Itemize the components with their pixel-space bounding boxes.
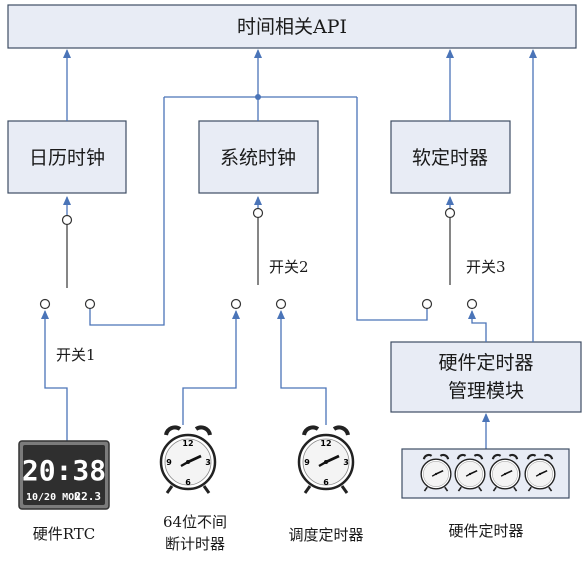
switch2-common-terminal (252, 207, 264, 219)
switch3-contact-b (466, 298, 478, 310)
counter64-clock-3: 3 (205, 458, 211, 467)
switch3-label: 开关3 (466, 258, 506, 276)
system-clock-label: 系统时钟 (220, 147, 296, 169)
counter64-label-line2: 断计时器 (165, 535, 225, 553)
switch3-common-terminal (444, 207, 456, 219)
sched-timer-to-switch2-wire (277, 310, 327, 425)
api-box (7, 4, 577, 49)
bus-junction-dot (255, 94, 261, 100)
counter64-clock-12: 12 (182, 439, 193, 448)
rtc-temp-text: 22.3 (75, 490, 102, 503)
rtc-time-text: 20:38 (22, 454, 106, 487)
counter64-clock-6: 6 (185, 478, 191, 487)
bus-to-switch1-wire (89, 97, 165, 326)
calendar-clock-box (7, 120, 127, 194)
soft-timer-box (390, 120, 511, 194)
counter64-to-switch2-wire (182, 310, 240, 425)
sched-timer-label: 调度定时器 (288, 526, 363, 544)
switch1-contact-a (39, 298, 51, 310)
hwmgr-to-switch3-wire (468, 310, 487, 342)
switch3-contact-a (421, 298, 433, 310)
rtc-to-switch1-wire (41, 310, 68, 445)
switch1-label: 开关1 (56, 346, 96, 364)
sched-clock-6: 6 (323, 478, 329, 487)
counter64-label-line1: 64位不间 (163, 513, 227, 531)
rtc-date-text: 10/20 MON (26, 492, 80, 503)
bus-to-switch3-wire (356, 97, 428, 321)
switch2-contact-a (230, 298, 242, 310)
api-box-label: 时间相关API (237, 16, 347, 38)
switch2-contact-b (275, 298, 287, 310)
sched-clock-12: 12 (320, 439, 331, 448)
counter64-clock-9: 9 (166, 458, 172, 467)
switch1-common-terminal (61, 214, 73, 226)
switch2-label: 开关2 (269, 258, 309, 276)
rtc-display-icon (18, 440, 110, 510)
hw-timers-label: 硬件定时器 (448, 522, 523, 540)
calendar-clock-label: 日历时钟 (29, 147, 105, 169)
hw-timer-manager-box (390, 341, 582, 413)
soft-timer-label: 软定时器 (412, 147, 488, 169)
hw-timer-manager-line2: 管理模块 (448, 380, 524, 402)
hw-timer-manager-line1: 硬件定时器 (438, 352, 533, 374)
sched-clock-3: 3 (343, 458, 349, 467)
switch1-contact-b (84, 298, 96, 310)
rtc-label: 硬件RTC (33, 525, 96, 543)
sched-clock-9: 9 (304, 458, 310, 467)
